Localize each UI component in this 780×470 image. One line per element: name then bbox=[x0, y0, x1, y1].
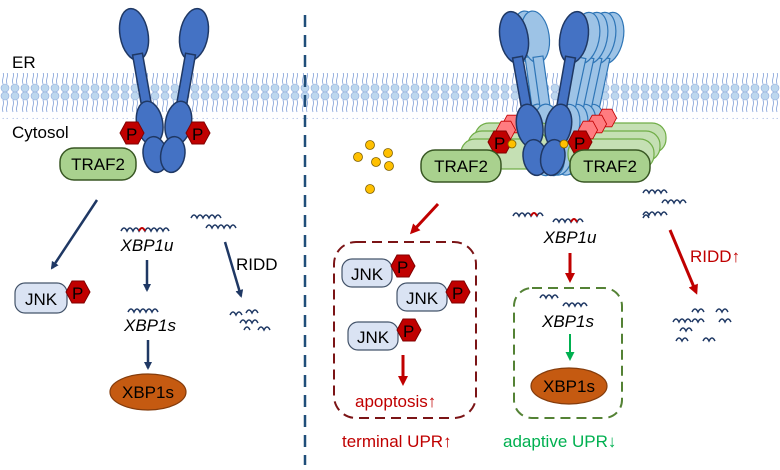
up-arrow-icon: ↑ bbox=[443, 432, 452, 451]
arrow-ridd-left bbox=[223, 241, 244, 298]
er-membrane bbox=[0, 73, 780, 119]
terminal-upr-box bbox=[333, 241, 477, 419]
xbp1s-protein-left bbox=[109, 373, 187, 411]
traf2-label: TRAF2 bbox=[71, 155, 125, 174]
phospho-label: P bbox=[192, 125, 203, 144]
free-ligands bbox=[353, 140, 394, 194]
jnk-label: JNK bbox=[25, 290, 58, 309]
traf2-right-1 bbox=[420, 149, 502, 183]
jnk-active-3: JNK P bbox=[347, 318, 422, 351]
er-label: ER bbox=[12, 53, 36, 72]
ridd-label: RIDD bbox=[236, 255, 278, 274]
jnk-active-2: JNK P bbox=[396, 280, 471, 312]
ridd-mrna-left-2 bbox=[205, 224, 237, 230]
down-arrow-icon: ↓ bbox=[608, 432, 617, 451]
phospho-label: P bbox=[403, 322, 414, 341]
degraded-mrna-left bbox=[229, 309, 271, 332]
phospho-label: P bbox=[494, 134, 505, 153]
up-arrow-icon: ↑ bbox=[732, 247, 741, 266]
jnk-label: JNK bbox=[357, 328, 390, 347]
traf2-label: TRAF2 bbox=[434, 157, 488, 176]
jnk-label: JNK bbox=[406, 289, 439, 308]
splice-site bbox=[138, 227, 146, 232]
traf2-left bbox=[59, 147, 137, 181]
phospho-label: P bbox=[452, 284, 463, 303]
ligand-bound-2 bbox=[559, 139, 569, 149]
adaptive-upr-box bbox=[513, 287, 623, 419]
xbp1s-mrna-right bbox=[539, 294, 588, 308]
arrow-to-jnk bbox=[50, 199, 99, 270]
ridd-mrna-right bbox=[642, 189, 687, 219]
jnk-left bbox=[14, 282, 68, 314]
adaptive-upr-label: adaptive UPR↓ bbox=[503, 432, 616, 451]
phospho-label: P bbox=[397, 258, 408, 277]
xbp1s-protein-label: XBP1s bbox=[543, 377, 595, 396]
xbp1s-mrna-left bbox=[127, 308, 159, 314]
arrow-to-jnk-box bbox=[409, 202, 440, 235]
xbp1s-protein-label: XBP1s bbox=[122, 383, 174, 402]
up-arrow-icon: ↑ bbox=[428, 392, 437, 411]
xbp1s-mrna-label: XBP1s bbox=[541, 312, 594, 331]
jnk-label: JNK bbox=[351, 265, 384, 284]
xbp1u-mrna-right-1 bbox=[512, 212, 544, 218]
xbp1s-mrna-label: XBP1s bbox=[123, 316, 176, 335]
ligand-bound-1 bbox=[507, 139, 517, 149]
xbp1s-protein-right bbox=[530, 367, 608, 405]
phospho-label: P bbox=[72, 284, 83, 303]
xbp1u-mrna-right-2 bbox=[552, 218, 584, 224]
traf2-right-2 bbox=[569, 149, 651, 183]
apoptosis-label: apoptosis↑ bbox=[355, 392, 436, 411]
traf2-label: TRAF2 bbox=[583, 157, 637, 176]
jnk-active-1: JNK P bbox=[341, 254, 416, 288]
phospho-label: P bbox=[574, 134, 585, 153]
degraded-mrna-right bbox=[672, 308, 732, 343]
ridd-label-right: RIDD↑ bbox=[690, 247, 740, 266]
xbp1u-label: XBP1u bbox=[120, 236, 174, 255]
phospho-label: P bbox=[126, 125, 137, 144]
arrow-ridd-right bbox=[668, 229, 698, 295]
cytosol-label: Cytosol bbox=[12, 123, 69, 142]
splice-site bbox=[530, 212, 538, 217]
terminal-upr-label: terminal UPR↑ bbox=[342, 432, 452, 451]
ridd-mrna-left-1 bbox=[190, 214, 222, 220]
xbp1u-label: XBP1u bbox=[543, 228, 597, 247]
splice-site bbox=[570, 218, 578, 223]
